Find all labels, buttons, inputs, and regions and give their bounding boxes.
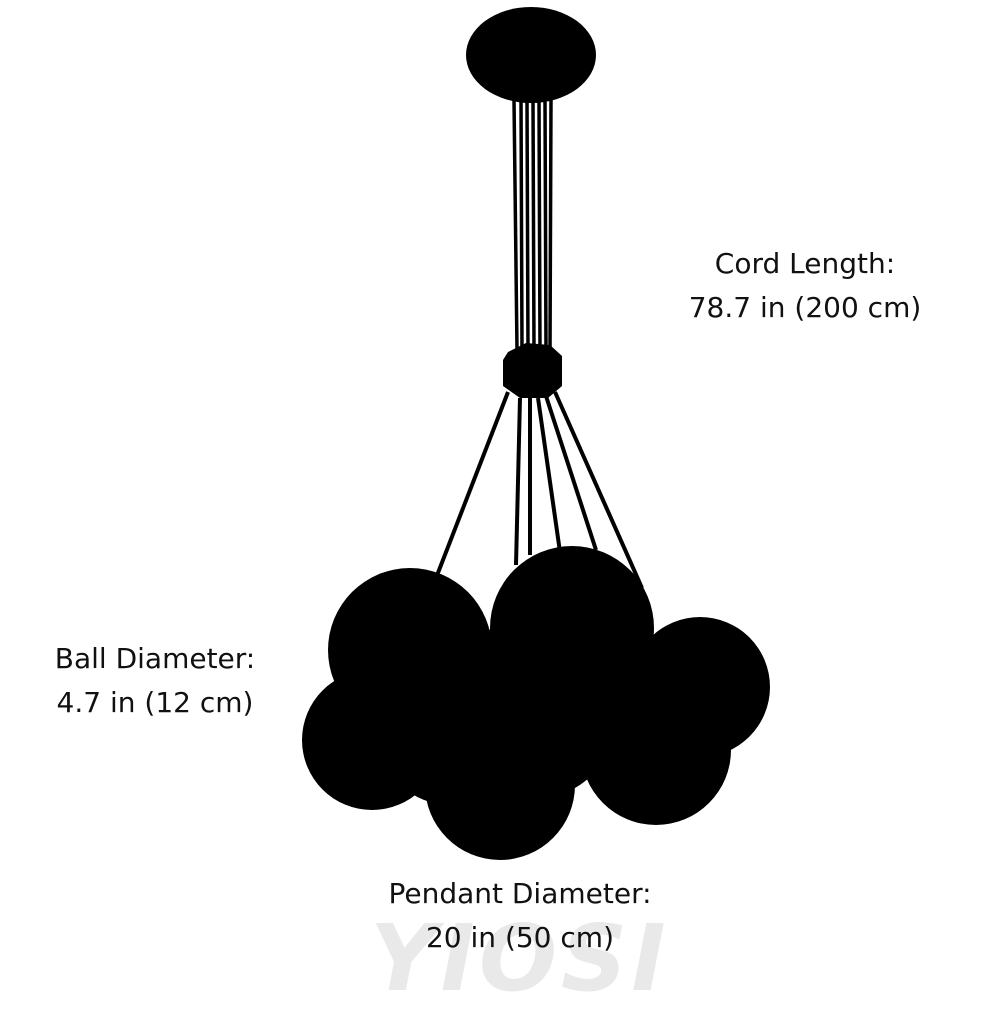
ceiling-canopy <box>466 7 596 103</box>
watermark-logo: YIOSI <box>370 905 670 1012</box>
cord-length-title: Cord Length: <box>714 247 896 280</box>
pendant-diameter-label: Pendant Diameter: 20 in (50 cm) <box>320 872 720 960</box>
ball-diameter-label: Ball Diameter: 4.7 in (12 cm) <box>20 637 290 725</box>
cord-length-value: 78.7 in (200 cm) <box>688 291 922 324</box>
pendant-diameter-value: 20 in (50 cm) <box>425 921 614 954</box>
ball <box>380 665 520 805</box>
suspension-cords <box>434 391 644 589</box>
cord-hub <box>503 343 562 398</box>
pendant-diameter-title: Pendant Diameter: <box>388 877 652 910</box>
ball-diameter-value: 4.7 in (12 cm) <box>56 686 254 719</box>
cord-bundle <box>512 99 553 351</box>
ball-cluster <box>302 546 770 860</box>
cord-length-label: Cord Length: 78.7 in (200 cm) <box>640 242 970 330</box>
ball-diameter-title: Ball Diameter: <box>54 642 256 675</box>
